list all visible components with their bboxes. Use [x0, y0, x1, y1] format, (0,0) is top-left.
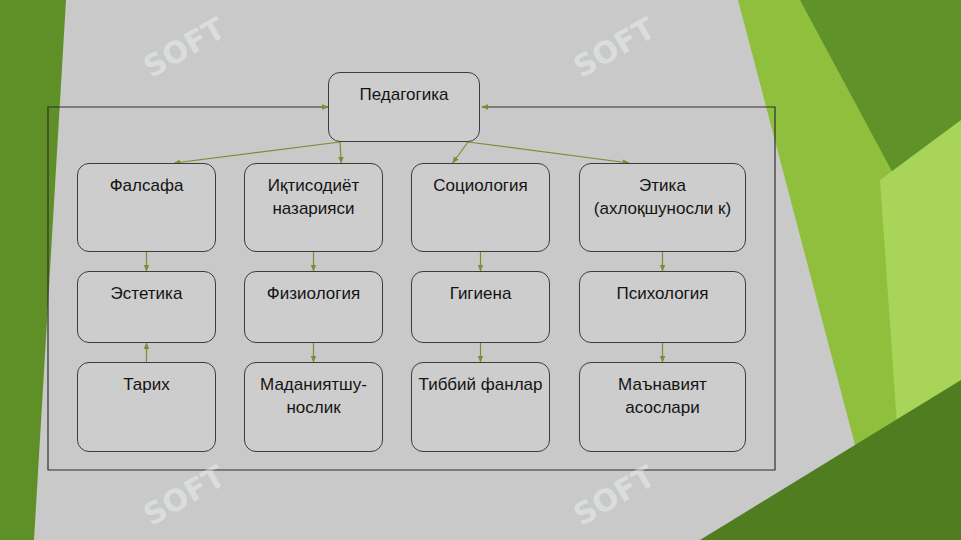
box-label: Педагогика: [335, 83, 473, 106]
box-label: Тарих: [84, 373, 209, 396]
connector-arrow: [146, 343, 147, 362]
connector-arrow: [480, 343, 481, 362]
connector-arrow: [174, 142, 340, 163]
connector-arrow: [340, 142, 341, 163]
subject-box: Тиббий фанлар: [411, 362, 550, 452]
box-label: Тиббий фанлар: [418, 373, 543, 396]
subject-box: Фалсафа: [77, 163, 216, 252]
box-label: Психология: [586, 282, 739, 305]
box-label: Гигиена: [418, 282, 543, 305]
green-band-left: [0, 0, 66, 540]
watermark: SOFT: [137, 458, 231, 532]
connector-arrow: [468, 142, 629, 163]
connector-arrow: [453, 142, 468, 163]
watermark: SOFT: [567, 10, 661, 84]
connector-arrow: [662, 252, 663, 271]
subject-box: Маданиятшу- нослик: [244, 362, 383, 452]
subject-box: Тарих: [77, 362, 216, 452]
frame-loop: [48, 107, 775, 470]
subject-box: Психология: [579, 271, 746, 343]
subject-box: Маънавият асослари: [579, 362, 746, 452]
watermark: SOFT: [137, 10, 231, 84]
subject-box: Гигиена: [411, 271, 550, 343]
box-label: Иқтисодиёт назарияси: [251, 174, 376, 220]
subject-box: Эстетика: [77, 271, 216, 343]
subject-box: Этика (ахлоқшуносли к): [579, 163, 746, 252]
root-box: Педагогика: [328, 72, 480, 142]
subject-box: Социология: [411, 163, 550, 252]
subject-box: Физиология: [244, 271, 383, 343]
connector-arrow: [146, 252, 147, 271]
connector-arrow: [662, 343, 663, 362]
box-label: Физиология: [251, 282, 376, 305]
box-label: Маънавият асослари: [586, 373, 739, 419]
box-label: Фалсафа: [84, 174, 209, 197]
connector-arrow: [313, 252, 314, 271]
subject-box: Иқтисодиёт назарияси: [244, 163, 383, 252]
box-label: Маданиятшу- нослик: [251, 373, 376, 419]
box-label: Этика (ахлоқшуносли к): [586, 174, 739, 220]
box-label: Эстетика: [84, 282, 209, 305]
watermark: SOFT: [567, 458, 661, 532]
connector-arrow: [313, 343, 314, 362]
box-label: Социология: [418, 174, 543, 197]
connector-arrow: [480, 252, 481, 271]
